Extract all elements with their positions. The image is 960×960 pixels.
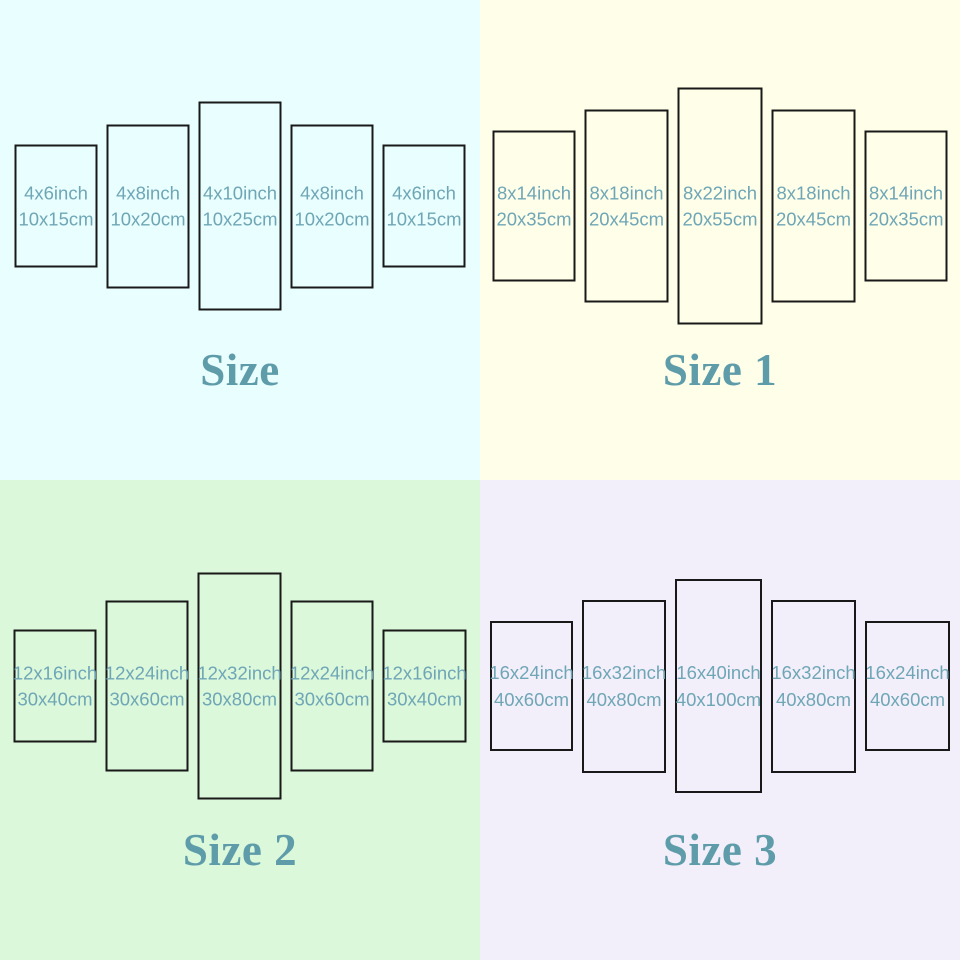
- quadrant-size-2: 12x16inch 30x40cm 12x24inch 30x60cm 12x3…: [0, 480, 480, 960]
- canvas-panel: 8x14inch 20x35cm: [864, 130, 948, 282]
- canvas-panel: 4x8inch 10x20cm: [290, 124, 374, 288]
- panel-size-cm: 40x80cm: [586, 688, 662, 710]
- panel-size-inch: 4x6inch: [392, 182, 456, 204]
- quadrant-size-3: 16x24inch 40x60cm 16x32inch 40x80cm 16x4…: [480, 480, 960, 960]
- panel-size-inch: 8x14inch: [868, 182, 944, 204]
- panel-size-inch: 12x16inch: [12, 662, 98, 684]
- panel-size-inch: 8x14inch: [496, 182, 572, 204]
- panel-size-inch: 4x6inch: [24, 182, 88, 204]
- quadrant-size: 4x6inch 10x15cm 4x8inch 10x20cm 4x10inch…: [0, 0, 480, 480]
- panel-group: 8x14inch 20x35cm 8x18inch 20x45cm 8x22in…: [492, 87, 948, 325]
- panel-size-cm: 10x20cm: [110, 208, 186, 230]
- panel-size-cm: 20x35cm: [868, 208, 944, 230]
- canvas-panel: 12x24inch 30x60cm: [104, 600, 190, 772]
- panel-size-cm: 20x45cm: [775, 208, 852, 230]
- panel-size-inch: 8x22inch: [682, 182, 758, 204]
- canvas-panel: 16x24inch 40x60cm: [865, 621, 950, 751]
- panel-size-cm: 30x60cm: [294, 688, 370, 710]
- panel-size-cm: 30x40cm: [17, 688, 93, 710]
- panel-size-inch: 8x18inch: [589, 182, 664, 204]
- panel-size-inch: 12x24inch: [289, 662, 375, 684]
- quadrant-title: Size 2: [182, 825, 298, 875]
- canvas-panel: 4x10inch 10x25cm: [198, 101, 282, 311]
- canvas-panel: 4x8inch 10x20cm: [106, 124, 190, 288]
- canvas-panel: 12x32inch 30x80cm: [197, 572, 282, 800]
- canvas-panel: 16x24inch 40x60cm: [489, 621, 574, 751]
- panel-size-cm: 10x15cm: [386, 208, 462, 230]
- panel-size-cm: 30x40cm: [386, 688, 463, 710]
- panel-size-cm: 40x60cm: [869, 688, 946, 710]
- panel-size-cm: 40x80cm: [775, 688, 852, 710]
- panel-size-inch: 4x8inch: [116, 182, 180, 204]
- quadrant-size-1: 8x14inch 20x35cm 8x18inch 20x45cm 8x22in…: [480, 0, 960, 480]
- panel-size-inch: 12x16inch: [382, 662, 467, 684]
- panel-size-inch: 16x32inch: [581, 662, 667, 684]
- panel-size-inch: 4x8inch: [300, 182, 364, 204]
- panel-size-inch: 16x24inch: [489, 662, 574, 684]
- panel-size-cm: 30x80cm: [201, 688, 278, 710]
- canvas-panel: 8x14inch 20x35cm: [492, 130, 576, 282]
- canvas-panel: 16x32inch 40x80cm: [771, 599, 856, 773]
- panel-size-cm: 10x15cm: [18, 208, 94, 230]
- quadrant-title: Size 1: [662, 345, 778, 395]
- panel-size-inch: 12x24inch: [104, 662, 190, 684]
- canvas-panel: 8x22inch 20x55cm: [677, 87, 763, 325]
- panel-group: 16x24inch 40x60cm 16x32inch 40x80cm 16x4…: [489, 579, 950, 793]
- panel-group: 4x6inch 10x15cm 4x8inch 10x20cm 4x10inch…: [14, 101, 466, 311]
- canvas-panel: 12x16inch 30x40cm: [382, 629, 467, 743]
- panel-size-inch: 8x18inch: [776, 182, 851, 204]
- canvas-panel: 12x16inch 30x40cm: [12, 629, 98, 743]
- panel-size-cm: 20x45cm: [588, 208, 665, 230]
- canvas-panel: 8x18inch 20x45cm: [584, 109, 669, 303]
- canvas-panel: 16x32inch 40x80cm: [581, 599, 667, 773]
- panel-size-cm: 40x60cm: [493, 688, 570, 710]
- panel-size-cm: 20x55cm: [682, 208, 758, 230]
- canvas-panel: 4x6inch 10x15cm: [382, 144, 466, 268]
- panel-group: 12x16inch 30x40cm 12x24inch 30x60cm 12x3…: [12, 572, 467, 800]
- quadrant-title: Size 3: [662, 825, 778, 875]
- panel-size-cm: 40x100cm: [675, 688, 762, 710]
- canvas-panel: 4x6inch 10x15cm: [14, 144, 98, 268]
- panel-size-cm: 20x35cm: [496, 208, 572, 230]
- quadrant-title: Size: [200, 345, 280, 395]
- canvas-panel: 16x40inch 40x100cm: [675, 579, 762, 793]
- panel-size-inch: 16x40inch: [676, 662, 761, 684]
- panel-size-cm: 30x60cm: [109, 688, 185, 710]
- panel-size-cm: 10x20cm: [294, 208, 370, 230]
- panel-size-cm: 10x25cm: [202, 208, 278, 230]
- panel-size-inch: 16x32inch: [771, 662, 856, 684]
- panel-size-inch: 16x24inch: [865, 662, 950, 684]
- panel-size-inch: 12x32inch: [197, 662, 282, 684]
- canvas-panel: 8x18inch 20x45cm: [771, 109, 856, 303]
- panel-size-inch: 4x10inch: [202, 182, 278, 204]
- canvas-panel: 12x24inch 30x60cm: [289, 600, 375, 772]
